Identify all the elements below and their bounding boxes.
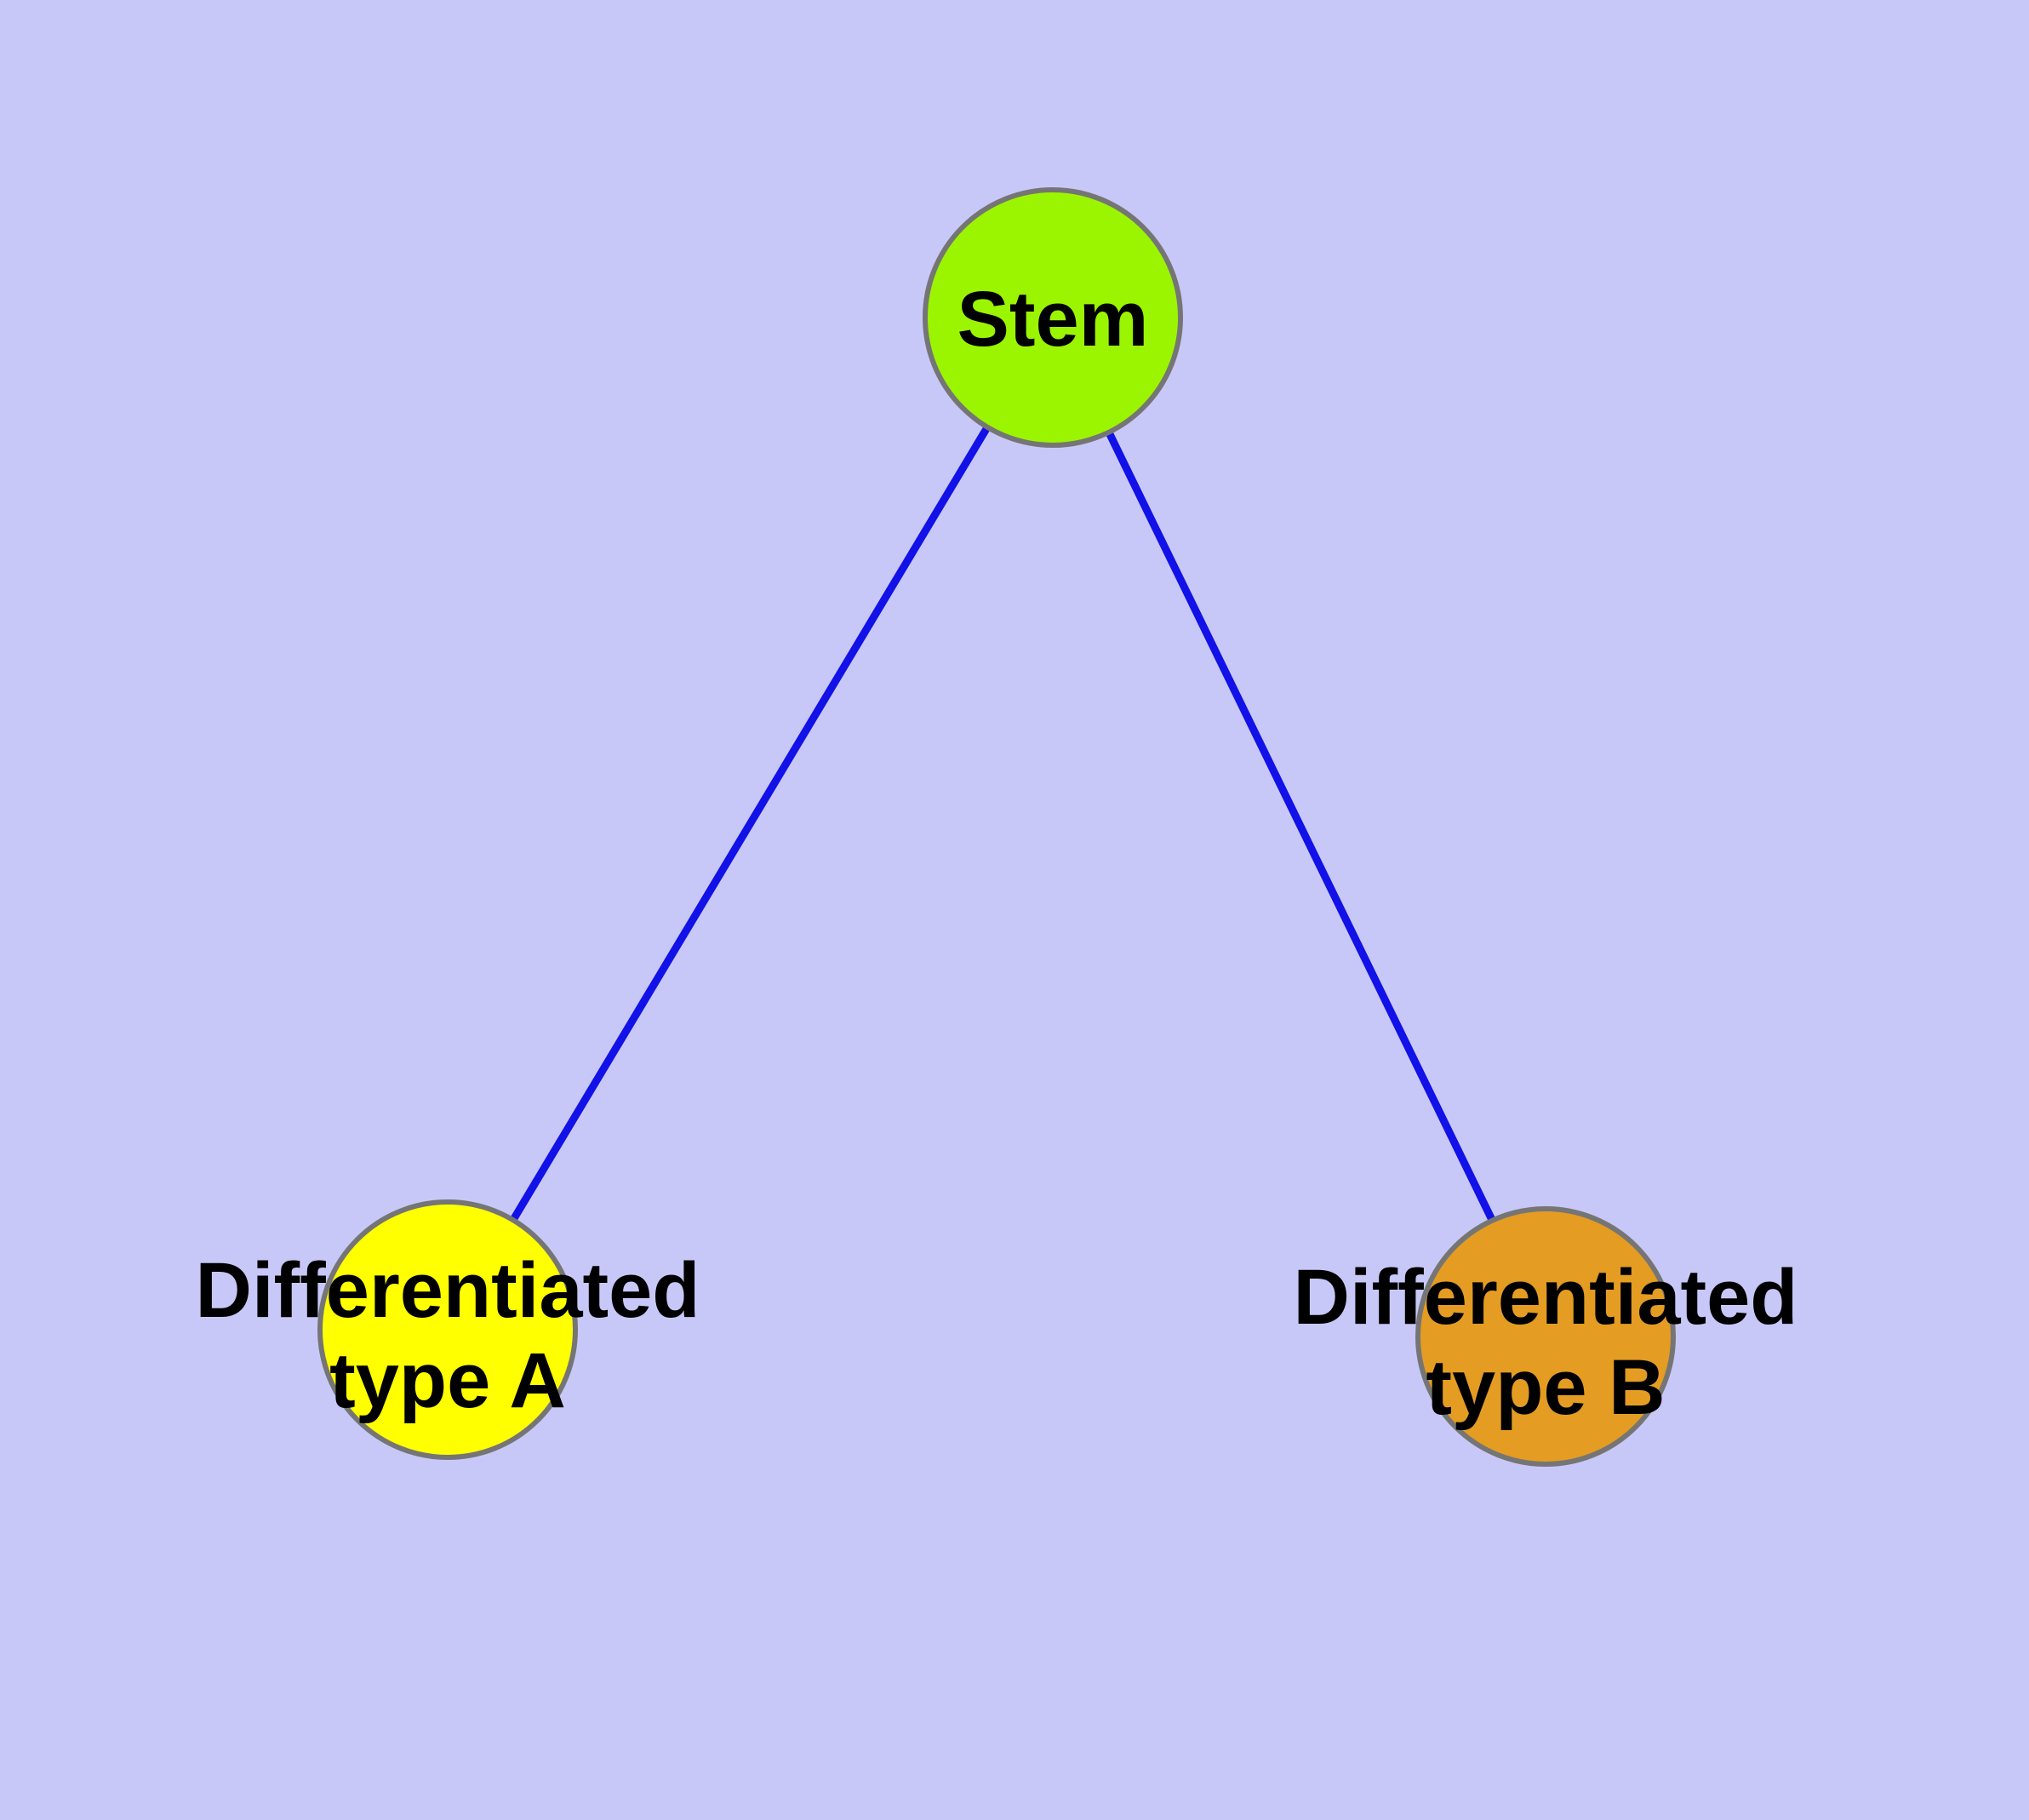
node-type-a-circle (317, 1199, 578, 1460)
node-type-a-label-line2: type A (329, 1337, 566, 1424)
node-stem-label: Stem (957, 276, 1149, 363)
node-type-b-label-line1: Differentiated (1294, 1254, 1798, 1341)
node-type-b-circle (1415, 1206, 1676, 1467)
node-stem-circle (923, 187, 1183, 448)
edge-stem-to-type-a (510, 425, 991, 1222)
node-type-b-label-line2: type B (1426, 1344, 1665, 1431)
node-type-a-label-line1: Differentiated (196, 1247, 700, 1334)
edge-stem-to-type-b (1105, 431, 1497, 1223)
